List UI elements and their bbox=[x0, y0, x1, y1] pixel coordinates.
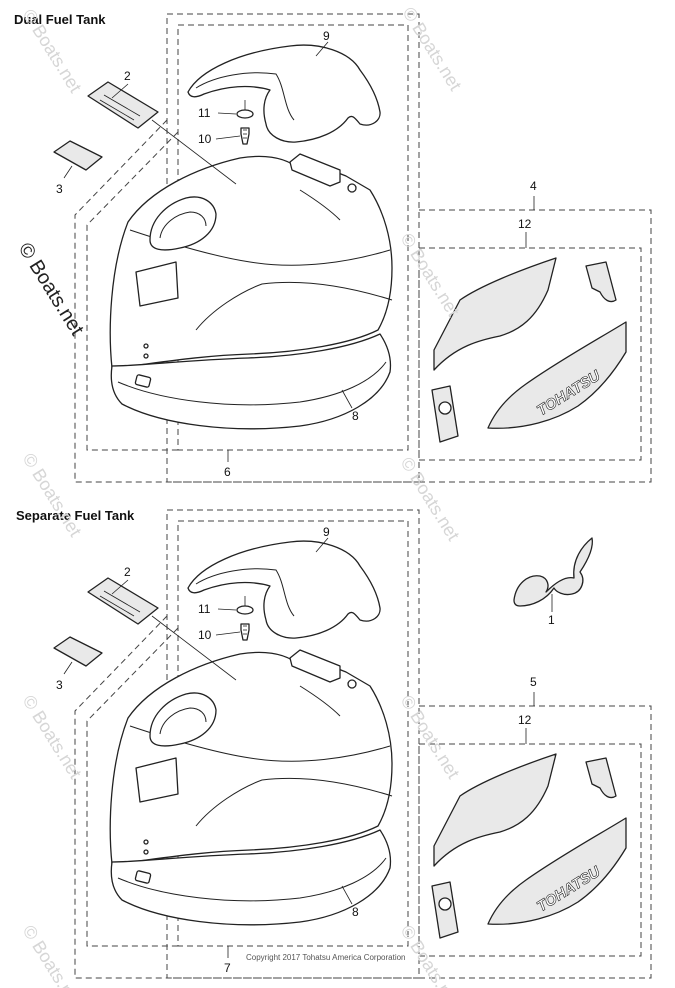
callout-3: 3 bbox=[56, 182, 63, 196]
callout-6: 6 bbox=[224, 465, 231, 479]
copyright-notice: Copyright 2017 Tohatsu America Corporati… bbox=[246, 953, 406, 962]
callout-12: 12 bbox=[518, 217, 532, 231]
watermark: © Boats.net bbox=[19, 6, 86, 97]
callout-8: 8 bbox=[352, 409, 359, 423]
watermark: © Boats.net bbox=[19, 450, 86, 541]
callout-11: 11 bbox=[198, 106, 211, 120]
callout-10: 10 bbox=[198, 132, 212, 146]
callout-8: 8 bbox=[352, 905, 359, 919]
callout-11: 11 bbox=[198, 602, 211, 616]
callout-10: 10 bbox=[198, 628, 212, 642]
dual-fuel-tank-assembly: 9 2 11 10 3 4 12 8 6 TOHATSU bbox=[53, 13, 652, 483]
section-title-dual-fuel-tank: Dual Fuel Tank bbox=[14, 12, 106, 27]
callout-3: 3 bbox=[56, 678, 63, 692]
section-title-separate-fuel-tank: Separate Fuel Tank bbox=[16, 508, 135, 523]
watermark: © Boats.net bbox=[397, 454, 464, 545]
watermark: © Boats.net bbox=[19, 692, 86, 783]
callout-9: 9 bbox=[323, 29, 330, 43]
callout-5: 5 bbox=[530, 675, 537, 689]
callout-2: 2 bbox=[124, 69, 131, 83]
callout-7: 7 bbox=[224, 961, 231, 975]
watermark: © Boats.net bbox=[399, 4, 466, 95]
watermark: © Boats.net bbox=[19, 922, 86, 988]
watermark: © Boats.net bbox=[397, 692, 464, 783]
watermark: © Boats.net bbox=[397, 230, 464, 321]
separate-fuel-tank-assembly: 9 2 11 10 3 5 12 8 7 1 TOHATSU bbox=[53, 509, 652, 979]
callout-2: 2 bbox=[124, 565, 131, 579]
script-decal bbox=[513, 537, 594, 607]
watermark-main: © Boats.net bbox=[14, 239, 88, 340]
callout-9: 9 bbox=[323, 525, 330, 539]
callout-1: 1 bbox=[548, 613, 555, 627]
callout-4: 4 bbox=[530, 179, 537, 193]
callout-12: 12 bbox=[518, 713, 532, 727]
